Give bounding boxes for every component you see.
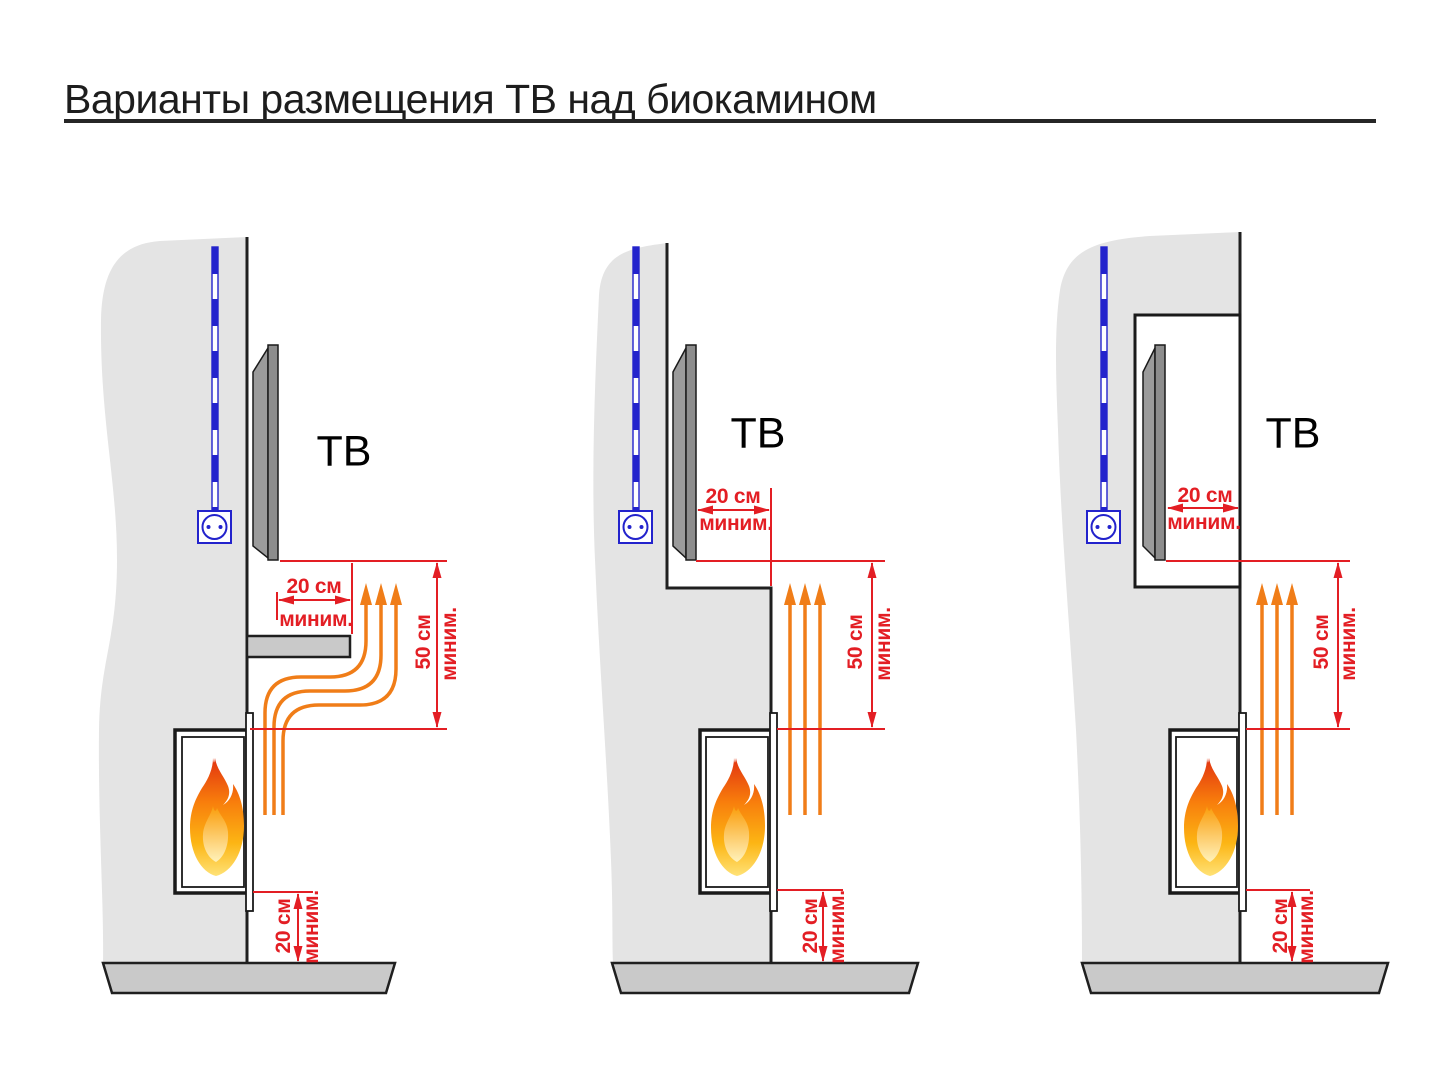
dim-floor-clearance-qualifier: миним. bbox=[300, 890, 323, 964]
page-title: Варианты размещения ТВ над биокамином bbox=[64, 76, 877, 122]
fireplace-glass bbox=[769, 712, 778, 912]
tv-screen-side bbox=[1142, 347, 1156, 560]
outlet-icon bbox=[1086, 510, 1121, 544]
heat-flow-arrows bbox=[263, 583, 402, 815]
dim-tv-clearance-qualifier: миним. bbox=[438, 607, 461, 681]
variant-3-niche bbox=[1056, 232, 1390, 995]
floor-slab bbox=[101, 961, 397, 995]
dimension-lines bbox=[250, 560, 447, 962]
fireplace-glass bbox=[1238, 712, 1247, 912]
dim-recess-depth-value: 20 см bbox=[705, 485, 761, 508]
fireplace-glass bbox=[245, 712, 254, 912]
tv-label: ТВ bbox=[1265, 409, 1321, 458]
tv-label: ТВ bbox=[316, 427, 372, 476]
heat-flow-arrows bbox=[784, 583, 826, 815]
dim-niche-depth-value: 20 см bbox=[1177, 484, 1233, 507]
tv-panel-side bbox=[685, 344, 697, 561]
tv-label: ТВ bbox=[730, 409, 786, 458]
dim-tv-clearance-value: 50 см bbox=[1310, 614, 1333, 670]
dim-recess-depth-qualifier: миним. bbox=[699, 512, 773, 535]
tv-panel-side bbox=[1154, 344, 1166, 561]
dim-tv-clearance-qualifier: миним. bbox=[872, 607, 895, 681]
dimension-lines bbox=[1166, 503, 1350, 962]
dimension-lines bbox=[696, 488, 885, 962]
dim-shelf-depth-qualifier: миним. bbox=[279, 608, 353, 631]
dim-floor-clearance-value: 20 см bbox=[799, 898, 822, 954]
outlet-icon bbox=[197, 510, 232, 544]
variant-2-step bbox=[593, 243, 920, 995]
tv-panel-side bbox=[267, 344, 279, 561]
title-underline bbox=[64, 119, 1376, 123]
outlet-icon bbox=[618, 510, 653, 544]
dim-floor-clearance-value: 20 см bbox=[272, 898, 295, 954]
dim-floor-clearance-qualifier: миним. bbox=[826, 890, 849, 964]
tv-screen-side bbox=[252, 345, 269, 560]
dim-shelf-depth-value: 20 см bbox=[286, 575, 342, 598]
dim-floor-clearance-value: 20 см bbox=[1269, 898, 1292, 954]
dim-tv-clearance-value: 50 см bbox=[844, 614, 867, 670]
dim-floor-clearance-qualifier: миним. bbox=[1295, 890, 1318, 964]
dim-tv-clearance-value: 50 см bbox=[412, 614, 435, 670]
floor-slab bbox=[610, 961, 920, 995]
dim-tv-clearance-qualifier: миним. bbox=[1337, 607, 1360, 681]
heat-flow-arrows bbox=[1256, 583, 1298, 815]
tv-screen-side bbox=[672, 347, 687, 560]
dim-niche-depth-qualifier: миним. bbox=[1167, 511, 1241, 534]
variant-1-shelf bbox=[98, 237, 447, 995]
protective-shelf bbox=[245, 634, 352, 659]
floor-slab bbox=[1080, 961, 1390, 995]
